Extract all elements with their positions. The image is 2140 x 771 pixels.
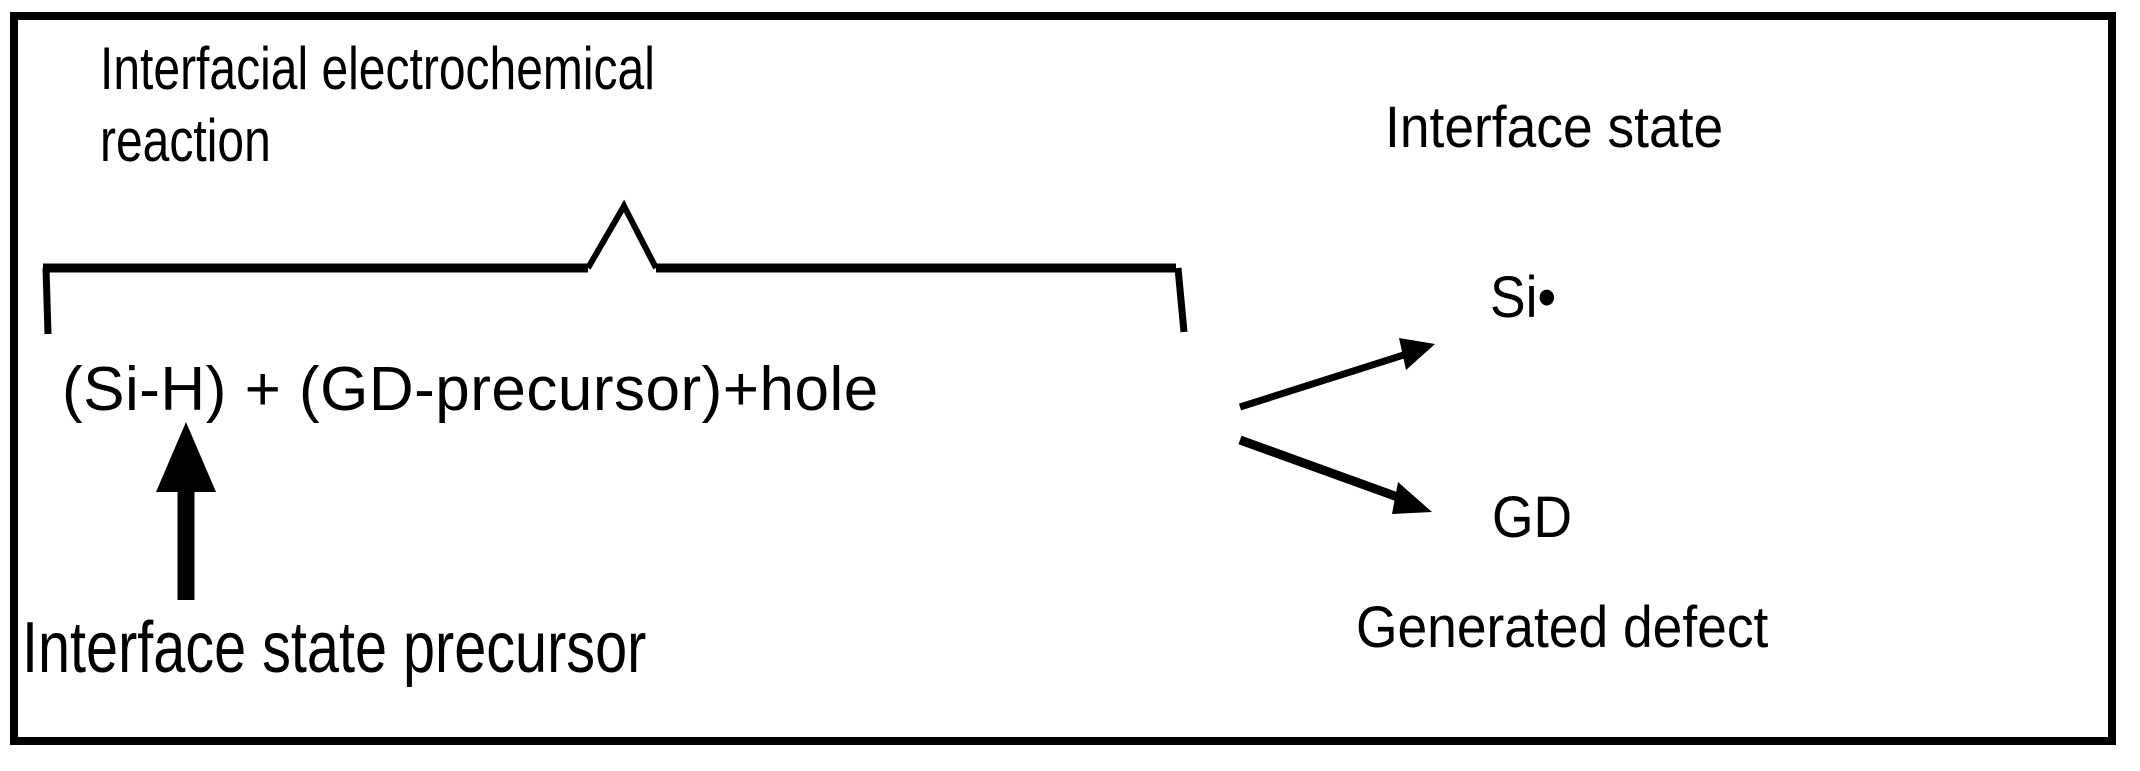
generated-defect-label: Generated defect <box>1356 595 1769 660</box>
diagram-frame-border <box>10 12 2116 745</box>
product-gd-label: GD <box>1492 485 1573 550</box>
reaction-equation: (Si-H) + (GD-precursor)+hole <box>62 355 879 424</box>
reaction-title-line-2: reaction <box>100 107 271 174</box>
reaction-title-line-1: Interfacial electrochemical <box>100 35 655 102</box>
interface-state-label: Interface state <box>1385 95 1724 160</box>
product-si-radical-label: Si• <box>1490 265 1557 330</box>
interface-state-precursor-label: Interface state precursor <box>22 608 647 688</box>
